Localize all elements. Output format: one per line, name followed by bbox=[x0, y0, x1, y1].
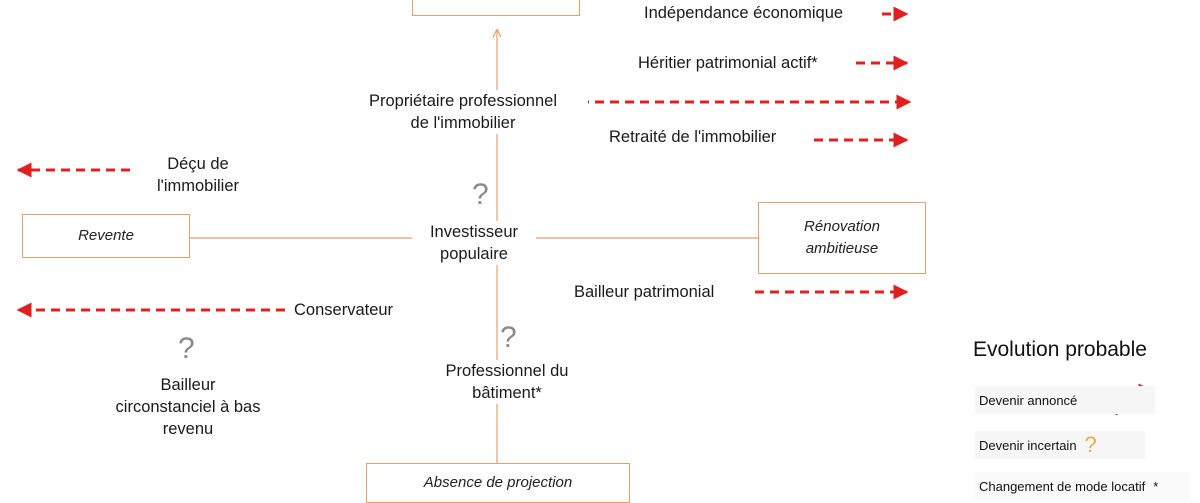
legend-row-uncertain: Devenir incertain ? bbox=[975, 431, 1145, 459]
label-decu: Déçu de l'immobilier bbox=[138, 153, 258, 197]
label-investisseur: Investisseur populaire bbox=[412, 221, 536, 265]
label-bailleur-circ-line2: circonstanciel à bas bbox=[115, 398, 261, 416]
label-decu-line1: Déçu de bbox=[167, 155, 229, 173]
label-independance: Indépendance économique bbox=[644, 2, 844, 24]
legend-row-rental-change: Changement de mode locatif * bbox=[975, 472, 1190, 500]
label-heritier: Héritier patrimonial actif* bbox=[638, 52, 818, 74]
label-proprietaire-line2: de l'immobilier bbox=[410, 114, 516, 132]
box-renovation-line2: ambitieuse bbox=[805, 240, 879, 257]
legend-row-announced: Devenir annoncé bbox=[975, 386, 1155, 414]
legend-rental-change-symbol: * bbox=[1153, 478, 1159, 494]
label-bailleur-patrimonial: Bailleur patrimonial bbox=[574, 281, 715, 303]
label-bailleur-circonstanciel: Bailleur circonstanciel à bas revenu bbox=[88, 374, 288, 440]
box-renovation-line1: Rénovation bbox=[804, 218, 880, 235]
label-bailleur-circ-line3: revenu bbox=[162, 420, 214, 438]
label-professionnel: Professionnel du bâtiment* bbox=[422, 360, 592, 404]
legend-rental-change-label: Changement de mode locatif bbox=[979, 478, 1146, 494]
label-investisseur-line2: populaire bbox=[440, 245, 508, 263]
legend-announced-label: Devenir annoncé bbox=[979, 392, 1078, 408]
label-retraite: Retraité de l'immobilier bbox=[609, 126, 777, 148]
label-conservateur: Conservateur bbox=[292, 299, 396, 321]
label-professionnel-line2: bâtiment* bbox=[472, 384, 542, 402]
legend-uncertain-icon: ? bbox=[1084, 432, 1097, 457]
legend-title: Evolution probable bbox=[973, 338, 1147, 361]
label-proprietaire-line1: Propriétaire professionnel bbox=[368, 92, 558, 110]
label-decu-line2: l'immobilier bbox=[157, 177, 239, 195]
label-bailleur-circ-line1: Bailleur bbox=[160, 376, 216, 394]
label-investisseur-line1: Investisseur bbox=[429, 223, 519, 241]
label-professionnel-line1: Professionnel du bbox=[445, 362, 569, 380]
question-mark-investisseur: ? bbox=[472, 178, 489, 211]
box-absence-label: Absence de projection bbox=[423, 474, 573, 491]
box-renovation: Rénovation ambitieuse bbox=[758, 202, 926, 274]
label-proprietaire: Propriétaire professionnel de l'immobili… bbox=[338, 90, 588, 134]
question-mark-bailleur-circonstanciel: ? bbox=[178, 332, 195, 365]
box-revente: Revente bbox=[22, 214, 190, 258]
legend-uncertain-label: Devenir incertain bbox=[979, 437, 1077, 453]
box-revente-label: Revente bbox=[78, 227, 134, 244]
box-top bbox=[412, 0, 580, 16]
question-mark-professionnel: ? bbox=[500, 321, 517, 354]
box-absence: Absence de projection bbox=[366, 463, 630, 503]
